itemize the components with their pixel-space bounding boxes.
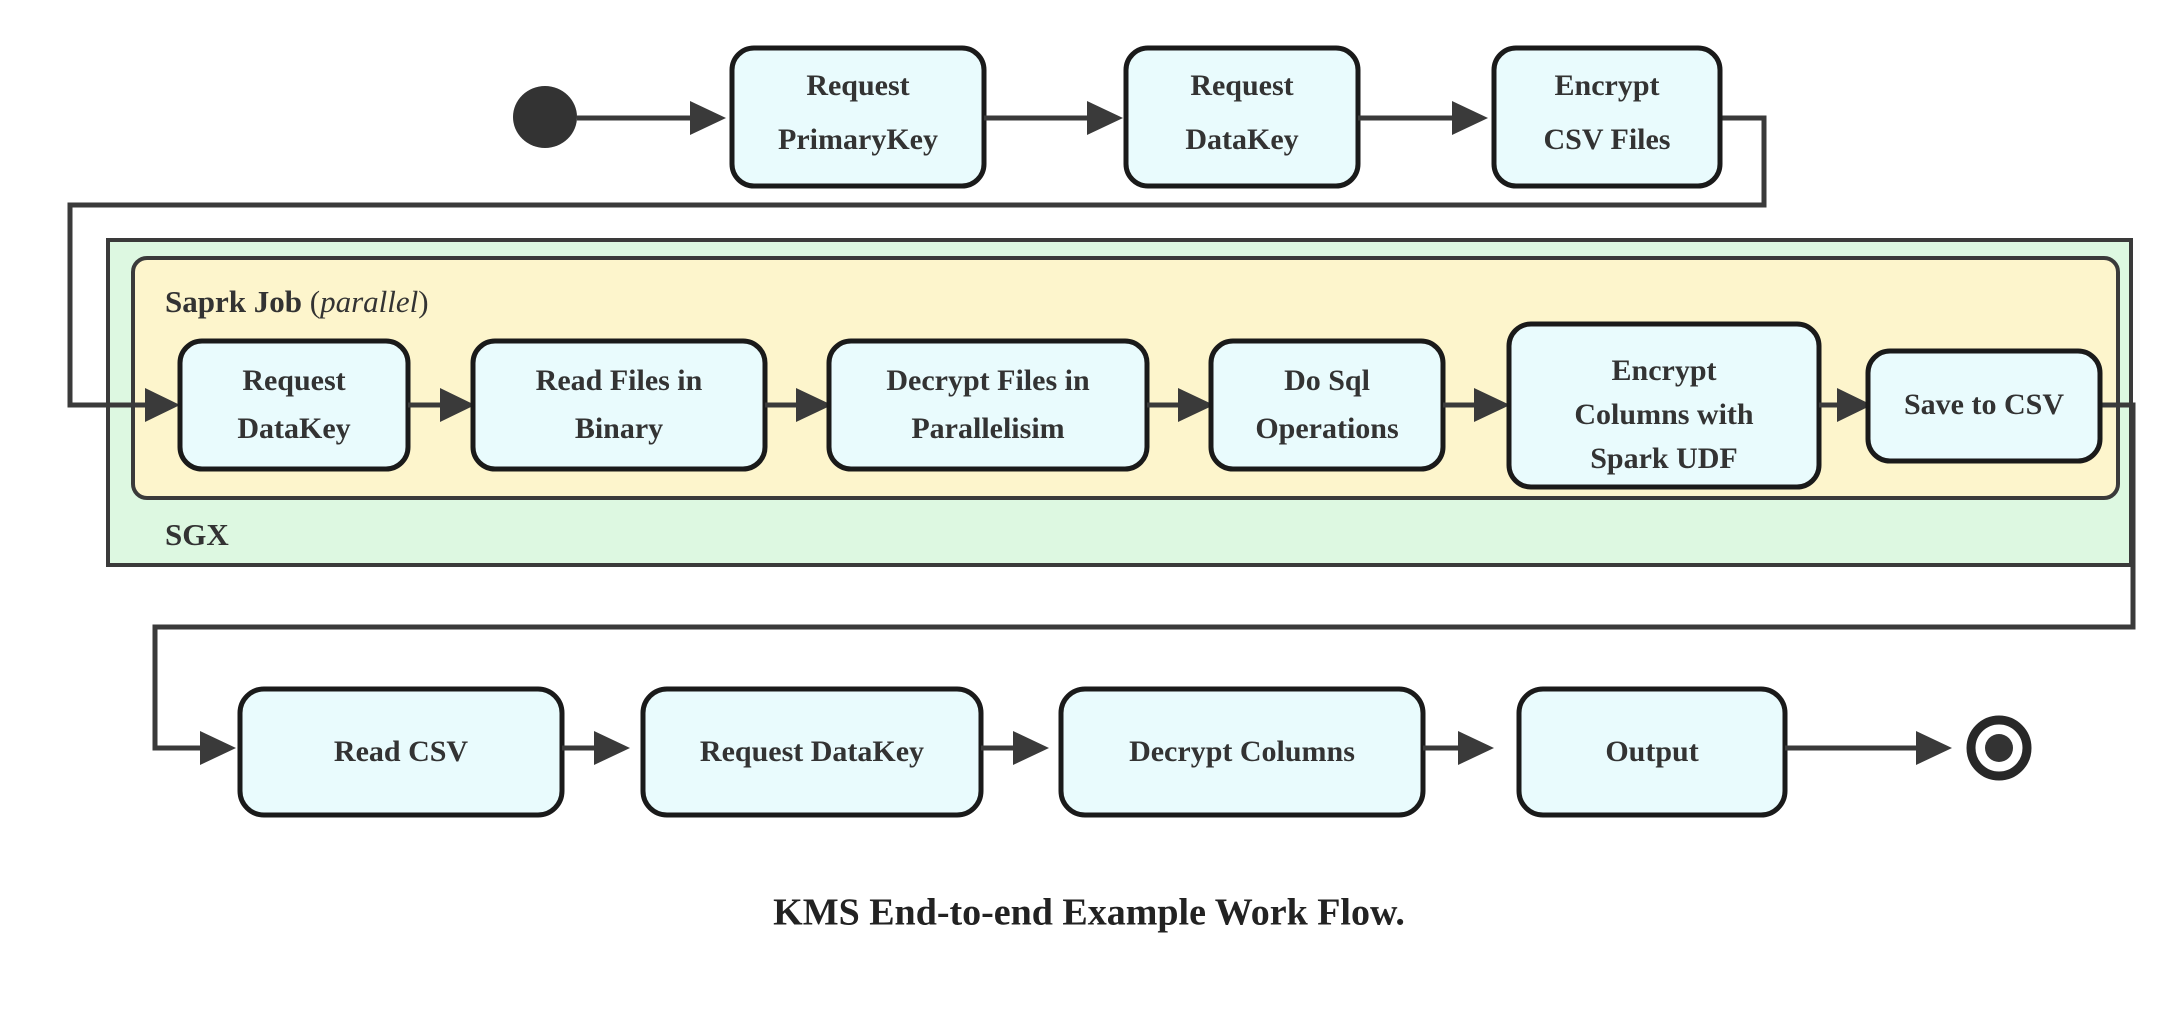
arrowhead-decrypt-files-to-do-sql (1178, 388, 1214, 422)
node-request-primarykey-line-1: PrimaryKey (778, 123, 938, 156)
group-sgx-label: SGX (165, 517, 229, 552)
node-decrypt-files-in-parallelisim[interactable]: Decrypt Files in Parallelisim (826, 338, 1150, 472)
node-output[interactable]: Output (1516, 686, 1788, 818)
node-request-primarykey[interactable]: Request PrimaryKey (729, 45, 987, 189)
node-read-files-in-binary[interactable]: Read Files in Binary (470, 338, 768, 472)
arrowhead-request-datakey-bottom-to-decrypt-columns (1013, 731, 1049, 765)
group-spark-job-label: Saprk Job (parallel) (165, 284, 429, 319)
node-decrypt-columns[interactable]: Decrypt Columns (1058, 686, 1426, 818)
node-request-datakey-spark[interactable]: Request DataKey (177, 338, 411, 472)
node-do-sql-operations[interactable]: Do Sql Operations (1208, 338, 1446, 472)
end-node-icon (1966, 715, 2032, 781)
node-do-sql-operations-line-1: Operations (1255, 412, 1398, 445)
diagram-caption: KMS End-to-end Example Work Flow. (773, 892, 1405, 934)
group-spark-job-label-italic: parallel (318, 284, 418, 319)
node-request-datakey-spark-line-1: DataKey (237, 412, 350, 445)
group-spark-job-paren-close: ) (418, 284, 428, 319)
start-node-icon (513, 86, 577, 148)
arrowhead-save-to-csv-to-read-csv (200, 731, 236, 765)
arrowhead-start-to-request-primarykey (690, 101, 726, 135)
node-encrypt-csv-files-line-1: CSV Files (1544, 123, 1671, 156)
node-request-datakey-bottom[interactable]: Request DataKey (640, 686, 984, 818)
arrowhead-spark-datakey-to-read-files (440, 388, 475, 422)
group-spark-job-paren-open: ( (310, 284, 320, 319)
arrowhead-encrypt-columns-to-save-to-csv (1837, 388, 1872, 422)
arrowhead-request-primarykey-to-request-datakey (1087, 101, 1123, 135)
node-encrypt-columns-with-spark-udf-line-2: Spark UDF (1590, 442, 1738, 475)
node-output-line-0: Output (1605, 735, 1698, 768)
arrowhead-encrypt-csv-to-spark-datakey (145, 388, 180, 422)
node-request-datakey-top[interactable]: Request DataKey (1123, 45, 1361, 189)
arrowhead-read-csv-to-request-datakey-bottom (594, 731, 630, 765)
node-encrypt-columns-with-spark-udf[interactable]: Encrypt Columns with Spark UDF (1506, 321, 1822, 490)
arrowhead-request-datakey-to-encrypt-csv (1452, 101, 1488, 135)
arrowhead-read-files-to-decrypt-files (796, 388, 832, 422)
edge-encrypt-csv-to-spark-datakey (67, 115, 1767, 408)
arrowhead-do-sql-to-encrypt-columns (1474, 388, 1510, 422)
node-encrypt-csv-files-line-0: Encrypt (1555, 69, 1660, 102)
node-do-sql-operations-line-0: Do Sql (1284, 364, 1370, 397)
node-read-csv[interactable]: Read CSV (237, 686, 565, 818)
node-decrypt-files-in-parallelisim-line-1: Parallelisim (911, 412, 1064, 445)
group-spark-job-label-bold: Saprk Job (165, 284, 302, 319)
node-request-primarykey-line-0: Request (806, 69, 909, 102)
node-request-datakey-top-line-1: DataKey (1185, 123, 1298, 156)
node-read-csv-line-0: Read CSV (334, 735, 469, 768)
node-encrypt-csv-files[interactable]: Encrypt CSV Files (1491, 45, 1723, 189)
node-request-datakey-bottom-line-0: Request DataKey (700, 735, 924, 768)
node-request-datakey-top-line-0: Request (1190, 69, 1293, 102)
node-request-datakey-spark-line-0: Request (242, 364, 345, 397)
node-encrypt-columns-with-spark-udf-line-0: Encrypt (1612, 354, 1717, 387)
arrowhead-output-to-end-node (1916, 731, 1952, 765)
node-read-files-in-binary-line-1: Binary (575, 412, 663, 445)
node-decrypt-files-in-parallelisim-line-0: Decrypt Files in (886, 364, 1090, 397)
node-read-files-in-binary-line-0: Read Files in (536, 364, 703, 397)
node-encrypt-columns-with-spark-udf-line-1: Columns with (1574, 398, 1754, 431)
arrowhead-decrypt-columns-to-output (1458, 731, 1494, 765)
node-save-to-csv[interactable]: Save to CSV (1865, 348, 2103, 464)
edge-save-to-csv-to-read-csv (152, 402, 2136, 751)
node-save-to-csv-line-0: Save to CSV (1904, 388, 2064, 421)
node-decrypt-columns-line-0: Decrypt Columns (1129, 735, 1355, 768)
